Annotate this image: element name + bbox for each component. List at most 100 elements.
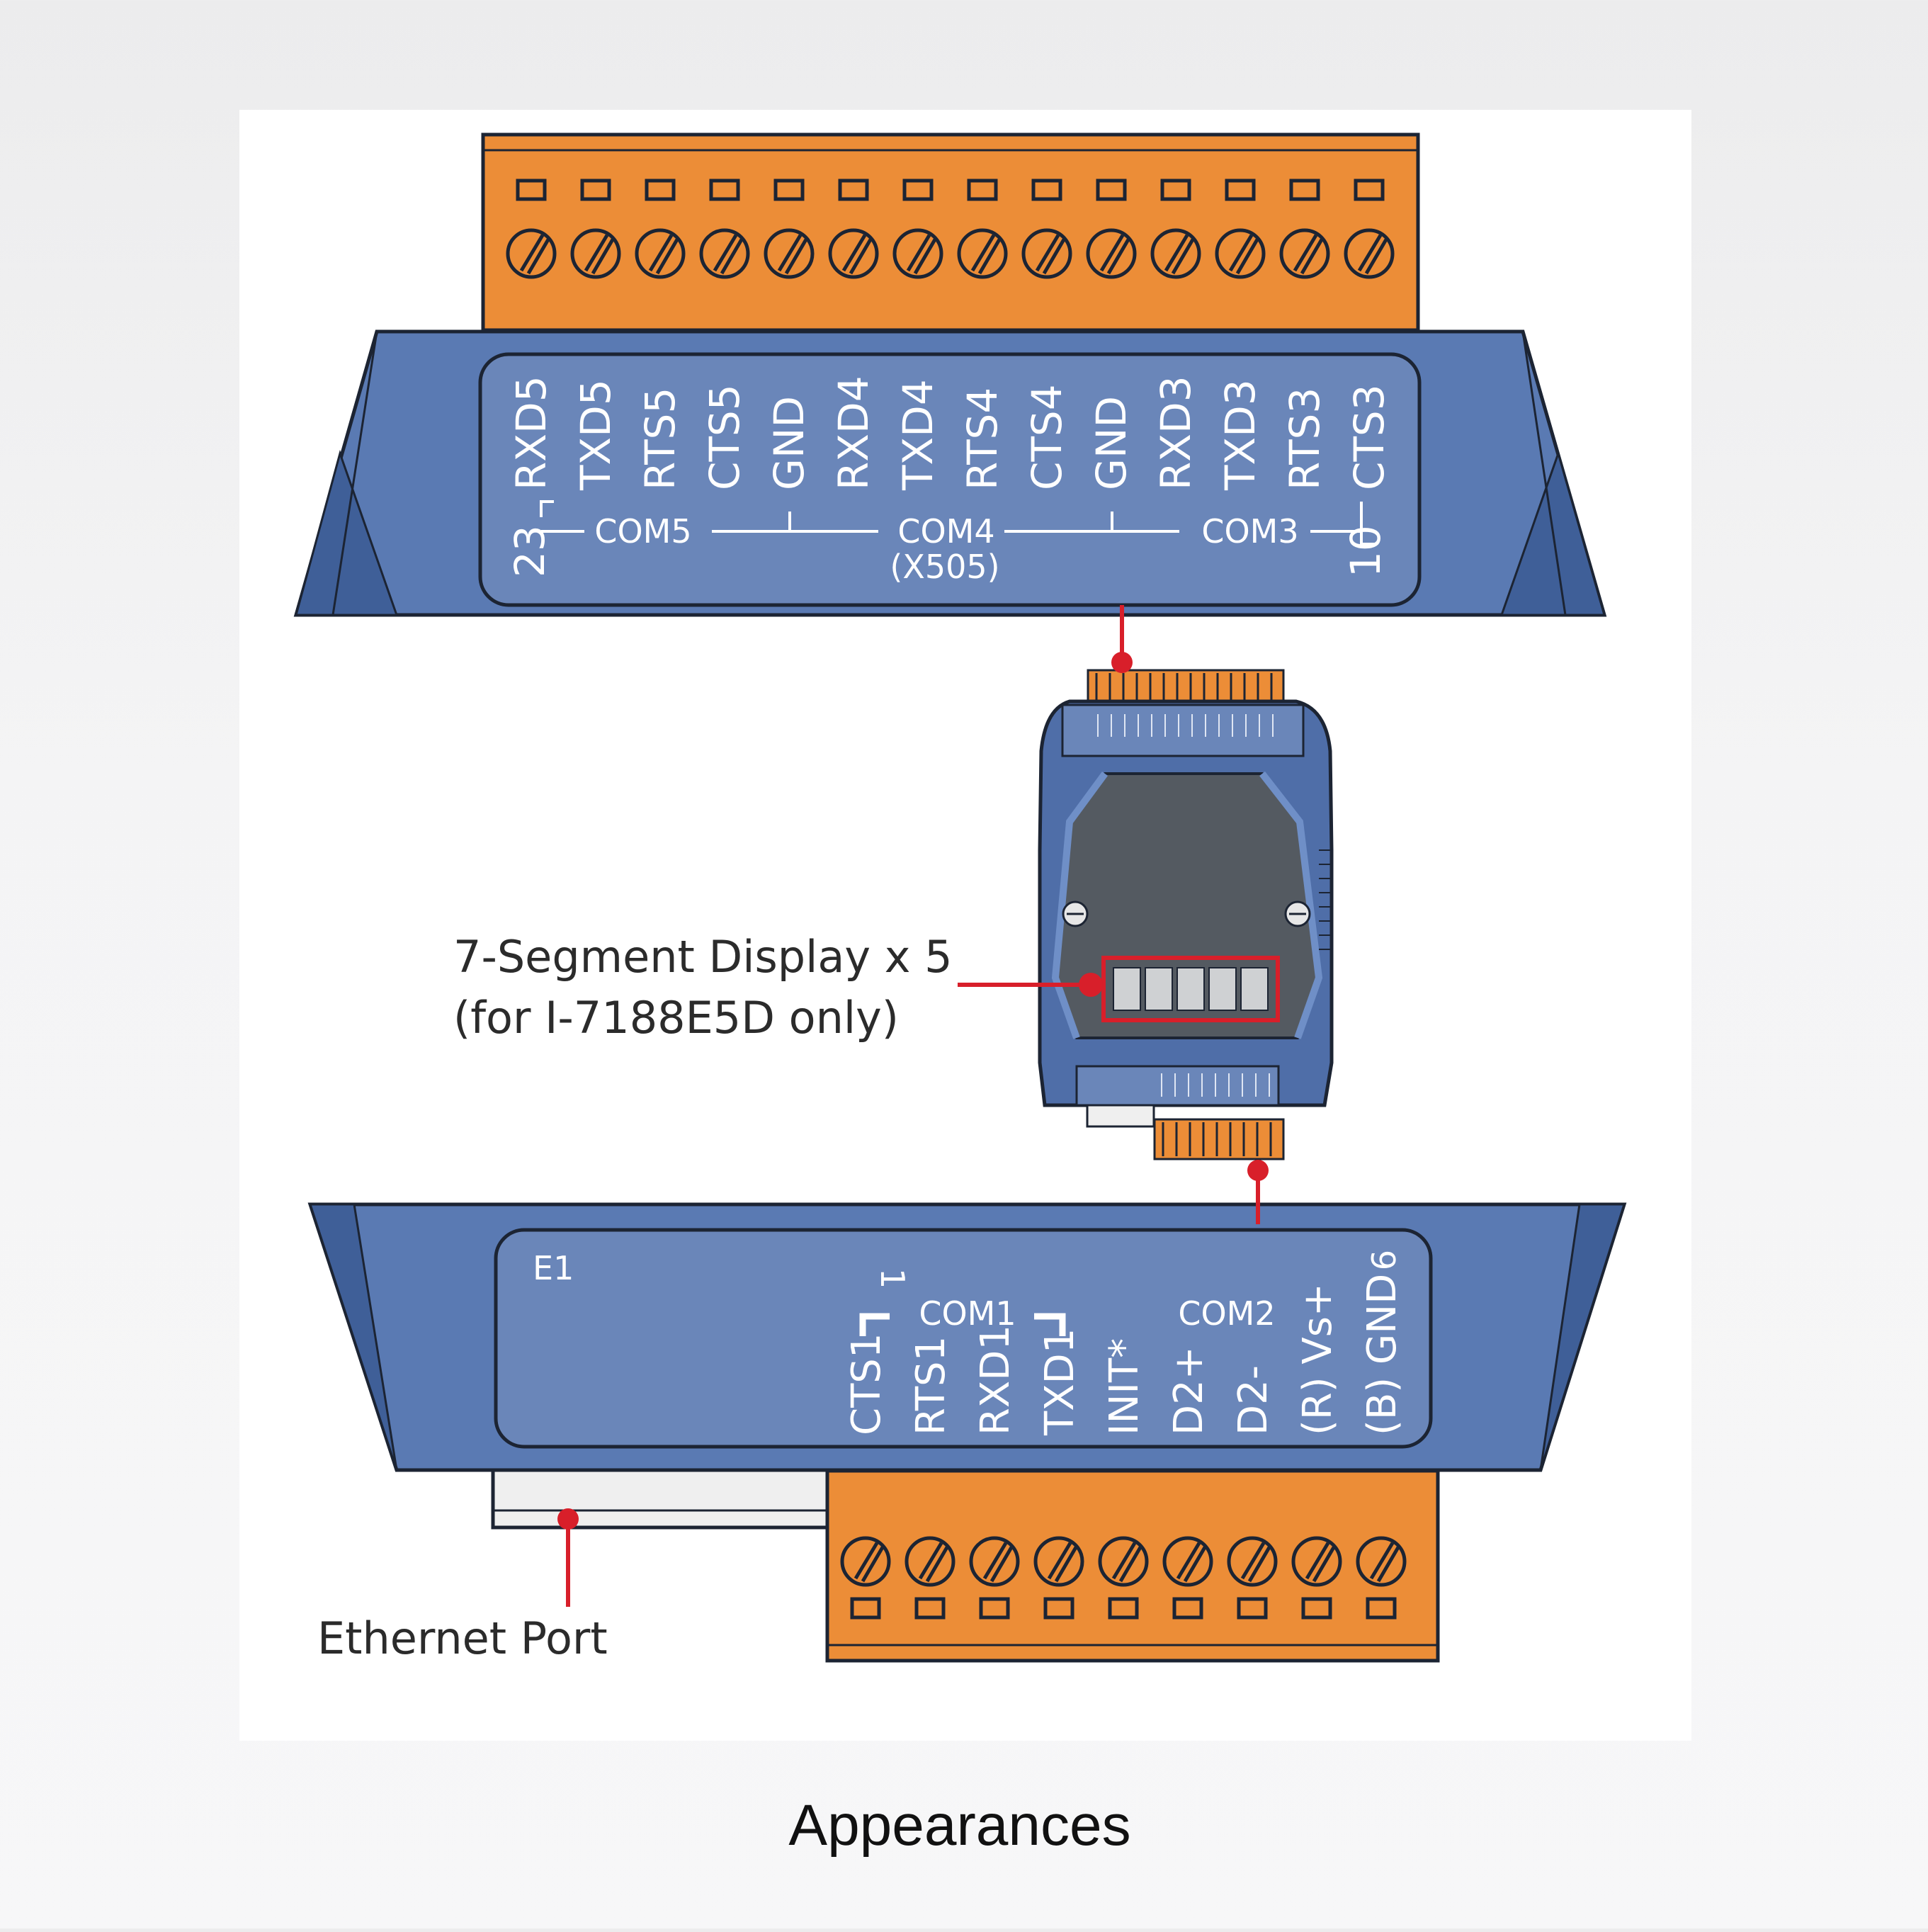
bottom-pin-label: INIT* bbox=[1101, 1338, 1147, 1435]
top-terminal-slot bbox=[1098, 181, 1125, 199]
callout-dot-top-connector bbox=[1111, 652, 1133, 673]
bottom-label-panel bbox=[494, 1228, 1433, 1449]
bottom-terminal-screw bbox=[1164, 1538, 1211, 1585]
bottom-terminal-screw bbox=[1358, 1538, 1405, 1585]
top-terminal-screw bbox=[1088, 230, 1135, 277]
top-terminal-slot bbox=[1227, 181, 1254, 199]
top-terminal-slot bbox=[1162, 181, 1189, 199]
bottom-pin-label: RXD1 bbox=[972, 1325, 1019, 1435]
top-pin-label: RXD4 bbox=[829, 375, 878, 490]
top-pin-label: RXD3 bbox=[1152, 375, 1200, 490]
seven-segment-digit bbox=[1145, 967, 1173, 1011]
ethernet-port-label-e1: E1 bbox=[533, 1249, 574, 1287]
bottom-terminal-screw bbox=[1229, 1538, 1276, 1585]
top-terminal-slot bbox=[518, 181, 545, 199]
bottom-terminal-slot bbox=[1239, 1599, 1266, 1617]
top-terminal-slot bbox=[1291, 181, 1318, 199]
top-terminal-slot bbox=[647, 181, 674, 199]
bottom-connector-view: E1 1 9 COM1 COM2 CTS1 RTS1 RXD1 TXD1 INIT* D2… bbox=[307, 1202, 1627, 1663]
bottom-terminal-slot bbox=[1368, 1599, 1395, 1617]
top-terminal-screw bbox=[1152, 230, 1199, 277]
top-pin-label: TXD3 bbox=[1216, 379, 1264, 491]
com3-group-label: COM3 bbox=[1201, 512, 1298, 550]
top-terminal-screw bbox=[1281, 230, 1328, 277]
top-pin-label: RXD5 bbox=[507, 375, 555, 490]
com1-group-label: COM1 bbox=[919, 1294, 1016, 1333]
top-terminal-slot bbox=[1033, 181, 1060, 199]
top-terminal-screw bbox=[830, 230, 877, 277]
top-terminal-screw bbox=[637, 230, 684, 277]
top-pin-label: CTS5 bbox=[701, 384, 749, 490]
ethernet-port bbox=[491, 1466, 832, 1530]
bottom-terminal-screw bbox=[1036, 1538, 1082, 1585]
top-terminal-slot bbox=[969, 181, 996, 199]
callout-dot-ethernet bbox=[557, 1508, 579, 1530]
top-pin-label: RTS5 bbox=[636, 388, 684, 490]
bottom-terminal-slots bbox=[852, 1599, 1395, 1617]
top-terminal-screw bbox=[572, 230, 619, 277]
callout-dot-bottom-connector bbox=[1247, 1160, 1269, 1181]
top-terminal-screw bbox=[1217, 230, 1264, 277]
bottom-terminal-screw bbox=[971, 1538, 1018, 1585]
com4-sub-label: (X505) bbox=[890, 548, 999, 586]
bottom-terminal-slot bbox=[1174, 1599, 1201, 1617]
top-pin-label: GND bbox=[1087, 396, 1135, 490]
top-terminal-slot bbox=[840, 181, 867, 199]
bottom-pin-label: CTS1 bbox=[844, 1333, 890, 1435]
top-terminal-slot bbox=[711, 181, 738, 199]
ethernet-callout-label: Ethernet Port bbox=[317, 1612, 608, 1664]
bottom-pin-label: (R) Vs+ bbox=[1295, 1283, 1341, 1435]
top-terminal-slot bbox=[582, 181, 609, 199]
top-terminal-screw bbox=[959, 230, 1006, 277]
com2-group-label: COM2 bbox=[1178, 1294, 1275, 1333]
top-terminal-screw bbox=[508, 230, 555, 277]
display-callout-line1: 7-Segment Display x 5 bbox=[453, 931, 953, 983]
bottom-terminal-screws bbox=[842, 1538, 1405, 1585]
display-callout-line2: (for I-7188E5D only) bbox=[453, 992, 899, 1044]
com4-group-label: COM4 bbox=[897, 512, 994, 550]
top-pin-label: RTS4 bbox=[958, 388, 1006, 490]
seven-segment-display-highlight bbox=[1101, 956, 1280, 1022]
figure-caption: Appearances bbox=[788, 1793, 1130, 1858]
seven-segment-digit bbox=[1176, 967, 1205, 1011]
com5-group-label: COM5 bbox=[594, 512, 691, 550]
bottom-terminal-slot bbox=[1110, 1599, 1137, 1617]
top-pin-first-number: 23 bbox=[506, 525, 554, 577]
bottom-terminal-screw bbox=[1100, 1538, 1147, 1585]
bottom-pin-first-number: 1 bbox=[873, 1268, 912, 1289]
top-pin-label: TXD5 bbox=[572, 379, 620, 491]
bottom-terminal-slot bbox=[981, 1599, 1008, 1617]
bottom-pin-labels: CTS1 RTS1 RXD1 TXD1 INIT* D2+ D2- (R) Vs+ (B) GN… bbox=[844, 1274, 1405, 1436]
top-pin-label: GND bbox=[765, 396, 813, 490]
top-terminal-block bbox=[481, 132, 1420, 332]
top-pin-last-number: 10 bbox=[1342, 525, 1390, 577]
bottom-terminal-screw bbox=[842, 1538, 889, 1585]
bottom-pin-label: D2- bbox=[1230, 1365, 1276, 1435]
bottom-terminal-screw bbox=[1293, 1538, 1340, 1585]
top-pin-label: CTS3 bbox=[1345, 384, 1393, 490]
bottom-pin-label: (B) GND bbox=[1359, 1274, 1405, 1435]
bottom-pin-last-number: 9 bbox=[1363, 1250, 1402, 1270]
device-overview bbox=[1038, 669, 1334, 1160]
bottom-terminal-screw bbox=[907, 1538, 953, 1585]
top-terminal-screw bbox=[1023, 230, 1070, 277]
seven-segment-digit bbox=[1208, 967, 1237, 1011]
top-pin-label: CTS4 bbox=[1023, 384, 1071, 490]
top-terminal-slot bbox=[905, 181, 931, 199]
bottom-terminal-slot bbox=[852, 1599, 879, 1617]
top-terminal-screw bbox=[701, 230, 748, 277]
bottom-pin-label: RTS1 bbox=[908, 1336, 954, 1435]
seven-segment-digit bbox=[1240, 967, 1269, 1011]
callout-dot-display bbox=[1079, 973, 1103, 997]
top-pin-label: RTS3 bbox=[1281, 388, 1329, 490]
seven-segment-digits bbox=[1113, 967, 1269, 1011]
bottom-pin-label: D2+ bbox=[1166, 1346, 1212, 1435]
top-terminal-screw bbox=[766, 230, 812, 277]
top-terminal-slot bbox=[1356, 181, 1383, 199]
bottom-pin-label: TXD1 bbox=[1037, 1328, 1083, 1436]
seven-segment-digit bbox=[1113, 967, 1141, 1011]
